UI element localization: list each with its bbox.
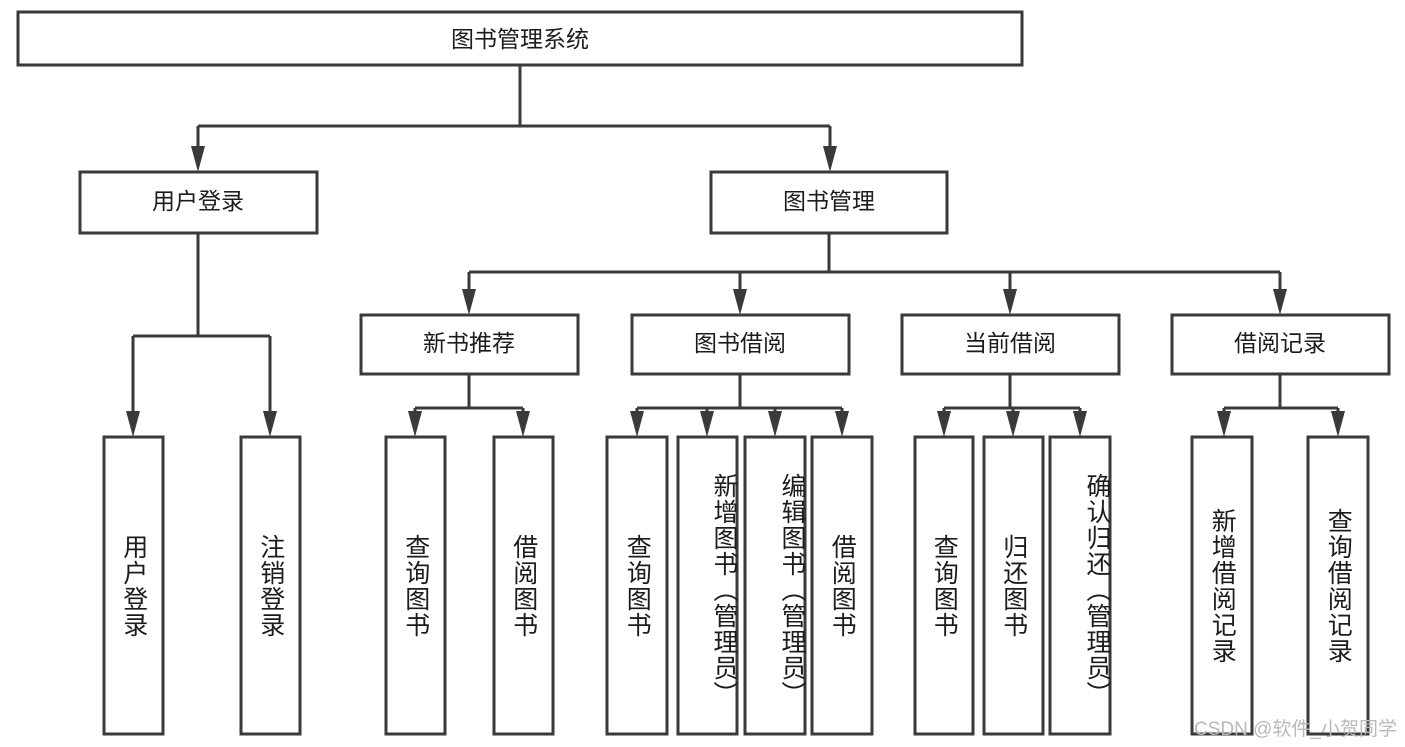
arrow-nb-leaf-2 — [516, 411, 530, 437]
arrow-to-leaf-logout — [263, 411, 277, 437]
node-new-book-label: 新书推荐 — [423, 330, 515, 356]
arrow-bw-leaf-2 — [700, 411, 714, 437]
arrow-bw-leaf-1 — [630, 411, 644, 437]
arrow-cu-leaf-2 — [1006, 411, 1020, 437]
leaf-box-rc-query[interactable] — [1306, 435, 1370, 736]
arrow-to-borrow — [733, 289, 747, 315]
node-new-book-box[interactable] — [359, 313, 580, 376]
node-user-login-label: 用户登录 — [152, 188, 244, 214]
node-borrow-box[interactable] — [630, 313, 851, 376]
leaf-box-bw-add[interactable] — [676, 435, 739, 736]
node-book-mgmt-label: 图书管理 — [783, 188, 875, 214]
node-record-label: 借阅记录 — [1234, 330, 1326, 356]
node-root-label: 图书管理系统 — [451, 26, 589, 52]
leaf-box-logout[interactable] — [239, 435, 302, 736]
node-current-box[interactable] — [900, 313, 1121, 376]
leaf-box-nb-query[interactable] — [384, 435, 447, 736]
leaf-box-user-login[interactable] — [102, 435, 165, 736]
arrow-to-current — [1003, 289, 1017, 315]
arrow-to-user-login — [191, 146, 205, 172]
leaf-box-cu-query[interactable] — [913, 435, 975, 736]
arrow-to-book-mgmt — [823, 146, 837, 172]
node-book-mgmt-box[interactable] — [709, 170, 949, 235]
arrow-bw-leaf-4 — [835, 411, 849, 437]
node-borrow-label: 图书借阅 — [694, 330, 786, 356]
arrow-rc-leaf-2 — [1331, 411, 1345, 437]
arrow-bw-leaf-3 — [768, 411, 782, 437]
arrow-nb-leaf-1 — [408, 411, 422, 437]
leaf-box-nb-borrow[interactable] — [492, 435, 555, 736]
leaf-box-cu-confirm[interactable] — [1048, 435, 1112, 736]
arrow-to-new-book — [462, 289, 476, 315]
node-root-box[interactable] — [16, 10, 1024, 67]
csdn-watermark: CSDN @软件_小贺同学 — [1194, 719, 1397, 740]
node-record-box[interactable] — [1170, 313, 1391, 376]
node-current-label: 当前借阅 — [964, 330, 1056, 356]
arrow-to-leaf-user-login — [126, 411, 140, 437]
arrow-cu-leaf-3 — [1073, 411, 1087, 437]
leaf-box-rc-add[interactable] — [1190, 435, 1254, 736]
arrow-to-record — [1273, 289, 1287, 315]
leaf-box-bw-borrow[interactable] — [810, 435, 874, 736]
leaf-box-bw-query[interactable] — [605, 435, 669, 736]
leaf-box-bw-edit[interactable] — [743, 435, 807, 736]
arrow-cu-leaf-1 — [937, 411, 951, 437]
leaf-box-cu-return[interactable] — [982, 435, 1045, 736]
arrow-rc-leaf-1 — [1217, 411, 1231, 437]
